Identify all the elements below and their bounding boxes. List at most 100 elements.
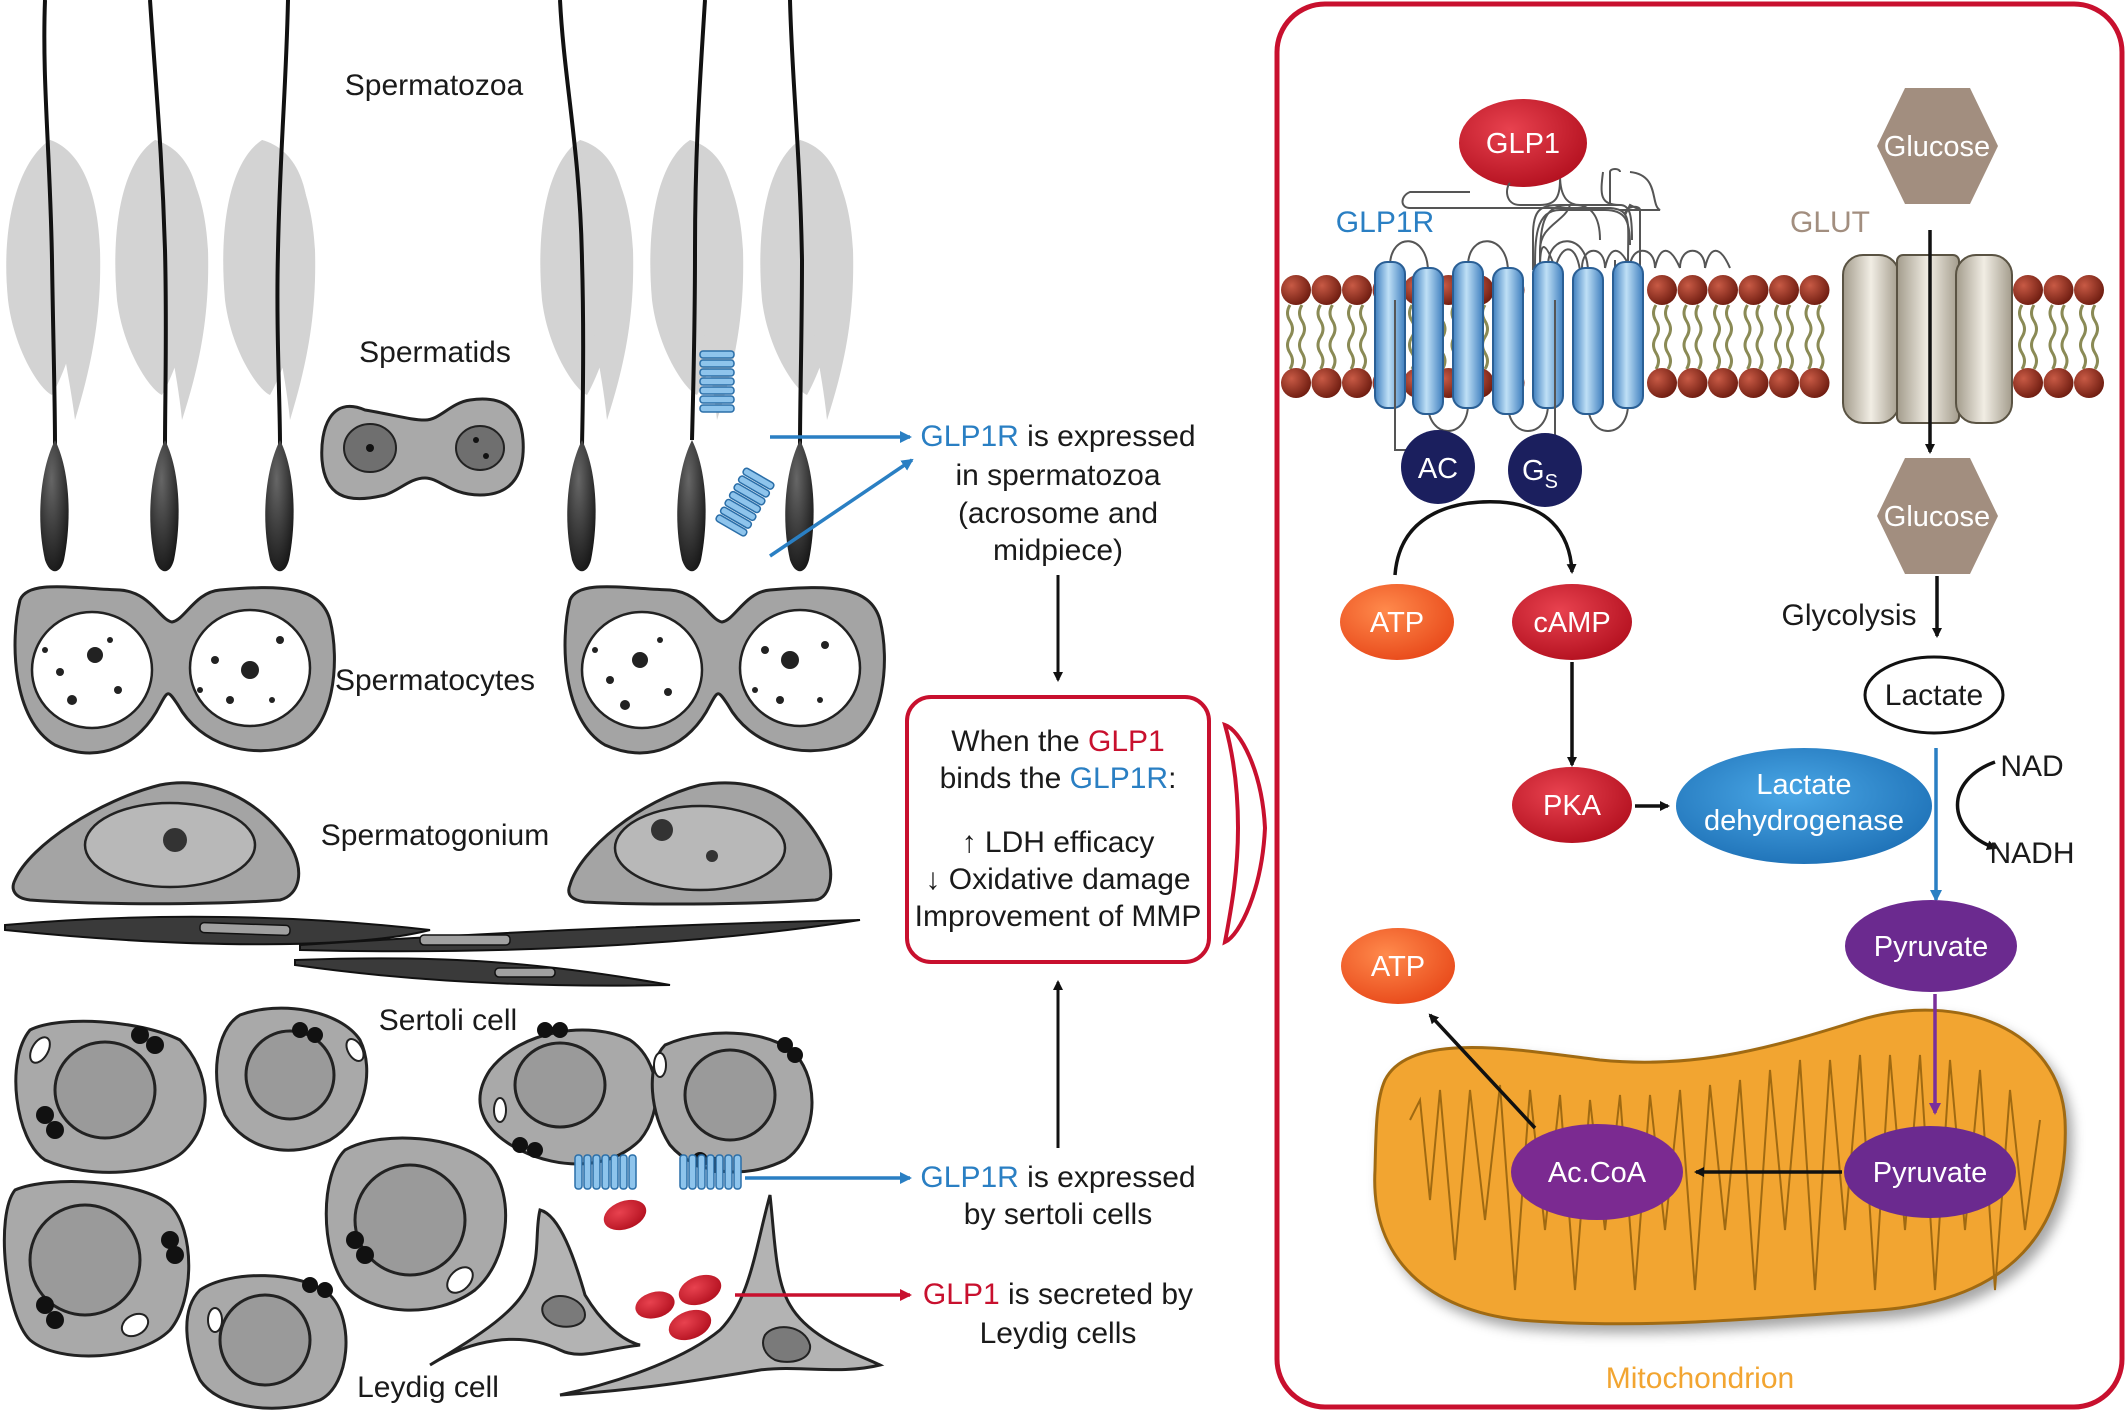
lipid-head	[1281, 275, 1311, 305]
lipid-head	[2074, 275, 2104, 305]
glycolysis-label: Glycolysis	[1781, 599, 1916, 632]
effect-line2-glp1r: GLP1R	[1070, 762, 1168, 795]
lactate-label: Lactate	[1885, 679, 1983, 712]
effect-line2-a: binds the	[940, 762, 1070, 795]
callout-sperm-text: is expressed	[1019, 420, 1196, 453]
callout-sperm: GLP1R is expressed in spermatozoa (acros…	[920, 420, 1195, 567]
label-spermatogonium: Spermatogonium	[321, 819, 549, 852]
lipid-head	[1342, 368, 1372, 398]
lipid-head	[2074, 368, 2104, 398]
arrow-nad-to-nadh	[1955, 760, 1997, 850]
effect-line1-glp1: GLP1	[1088, 725, 1165, 758]
svg-text:GLP1R is expressed: GLP1R is expressed	[920, 420, 1195, 453]
atp-label-bottom: ATP	[1371, 951, 1425, 983]
nadh-label: NADH	[1989, 837, 2074, 870]
callout-leydig-glp1: GLP1	[923, 1278, 1000, 1311]
lipid-head	[1708, 275, 1738, 305]
spermatid-cytoplasm	[6, 140, 854, 420]
lipid-head	[1738, 368, 1769, 398]
atp-node-top	[1340, 584, 1454, 660]
callout-leydig: GLP1 is secreted by Leydig cells	[923, 1278, 1193, 1350]
lactate-node	[1863, 655, 2005, 735]
pka-label: PKA	[1543, 790, 1602, 822]
sertoli-glp1r-receptor-right	[679, 1154, 742, 1190]
lipid-tail	[1786, 304, 1794, 370]
mitochondrion	[1373, 1008, 2067, 1326]
lipid-tail	[2030, 304, 2038, 370]
spermatocyte-pair-left	[13, 585, 336, 755]
arrow-sperm-receptor-2	[769, 458, 914, 558]
callout-sperm-line4: midpiece)	[993, 534, 1123, 567]
gs-main: G	[1522, 455, 1545, 487]
glp1r-helix	[1572, 267, 1604, 415]
callout-sertoli-line2: by sertoli cells	[964, 1198, 1152, 1231]
lipid-tail	[1328, 304, 1337, 370]
effect-line3: ↑ LDH efficacy	[962, 826, 1155, 859]
lipid-head	[1677, 275, 1708, 305]
atp-label-top: ATP	[1370, 607, 1424, 639]
sertoli-vacuoles	[29, 1036, 667, 1338]
camp-node	[1512, 584, 1632, 660]
lipid-head	[1281, 368, 1311, 398]
effect-line1-a: When the	[951, 725, 1088, 758]
leydig-nuclei	[541, 1295, 812, 1363]
gs-protein-node	[1508, 433, 1582, 507]
pyruvate-cytosol-label: Pyruvate	[1874, 931, 1988, 963]
glucose-outside-label: Glucose	[1884, 131, 1990, 163]
lipid-tail	[1713, 304, 1721, 370]
nad-label: NAD	[2000, 750, 2063, 783]
effect-box	[905, 695, 1211, 964]
lipid-head	[1708, 368, 1738, 398]
lipid-head	[2043, 368, 2074, 398]
lipid-head	[1647, 368, 1677, 398]
svg-text:When the GLP1: When the GLP1	[951, 725, 1164, 758]
glp1r-helix	[1492, 267, 1524, 415]
lipid-tail	[1298, 304, 1306, 370]
spermatid-pair	[320, 397, 525, 501]
label-spermatozoa: Spermatozoa	[345, 69, 524, 102]
atp-node-bottom	[1341, 928, 1455, 1004]
glut-label: GLUT	[1790, 206, 1870, 239]
label-sertoli-cell: Sertoli cell	[379, 1004, 517, 1037]
glp1r-loop	[1389, 240, 1429, 273]
lipid-tail	[1286, 304, 1294, 370]
lipid-head	[1311, 368, 1342, 398]
lipid-head	[1799, 275, 1830, 305]
glp1r-helix	[1374, 261, 1406, 409]
glp1-molecules	[603, 1199, 722, 1341]
glp1-ligand	[1459, 99, 1587, 187]
adenylyl-cyclase-node	[1401, 430, 1475, 504]
lipid-tail	[1743, 304, 1752, 370]
callout-leydig-line2: Leydig cells	[980, 1317, 1137, 1350]
glucose-inside-label: Glucose	[1884, 501, 1990, 533]
pka-node	[1512, 767, 1632, 843]
lipid-head	[1769, 368, 1799, 398]
spermatozoa-group	[6, 0, 854, 572]
sperm-glp1r-receptor-upper	[699, 350, 735, 413]
lipid-head	[1677, 368, 1708, 398]
sertoli-glp1r-receptor-left	[574, 1154, 637, 1190]
mitochondrion-label: Mitochondrion	[1606, 1362, 1794, 1395]
lipid-tail	[1725, 304, 1733, 370]
label-leydig-cell: Leydig cell	[357, 1371, 499, 1404]
lipid-head	[1738, 275, 1769, 305]
acoa-node	[1511, 1124, 1683, 1220]
glp1r-helices	[1374, 261, 1644, 415]
arrow-acoa-to-atp	[1428, 1013, 1537, 1130]
glp1r-helix	[1452, 261, 1484, 409]
spermatogonium-left	[11, 781, 301, 906]
lipid-tail	[1664, 304, 1672, 370]
glut-transporter	[1842, 254, 2013, 424]
glp1-ligand-label: GLP1	[1486, 128, 1560, 160]
callout-sertoli-text: is expressed	[1019, 1161, 1196, 1194]
lipid-tail	[2079, 304, 2087, 370]
callout-sperm-line2: in spermatozoa	[955, 459, 1160, 492]
glp1r-loop	[1467, 240, 1509, 273]
callout-sertoli: GLP1R is expressed by sertoli cells	[920, 1161, 1195, 1231]
ldh-node	[1676, 748, 1932, 864]
ac-label: AC	[1418, 453, 1458, 485]
svg-text:binds the GLP1R:: binds the GLP1R:	[940, 762, 1177, 795]
lipid-head	[1769, 275, 1799, 305]
glp1r-helix	[1612, 261, 1644, 409]
